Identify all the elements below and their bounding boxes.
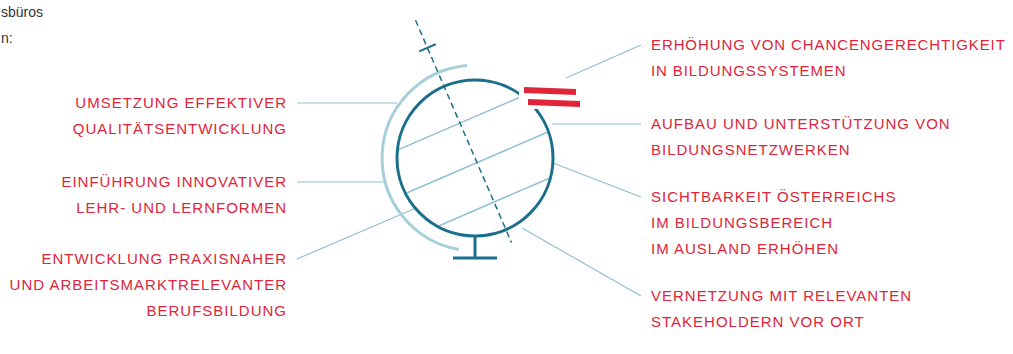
globe-base xyxy=(453,257,497,260)
cut-text: sbüros xyxy=(1,2,43,22)
goal-label: SICHTBARKEIT ÖSTERREICHS IM BILDUNGSBERE… xyxy=(651,184,896,262)
axis-cross xyxy=(419,44,436,51)
leader-line xyxy=(552,123,641,124)
leader-lines xyxy=(297,45,641,296)
leader-line xyxy=(297,102,397,103)
goal-label: ENTWICKLUNG PRAXISNAHER UND ARBEITSMARKT… xyxy=(10,246,287,324)
outer-arc xyxy=(382,65,467,249)
cut-text: n: xyxy=(1,28,13,48)
leader-line xyxy=(553,163,641,197)
goal-label: UMSETZUNG EFFEKTIVER QUALITÄTSENTWICKLUN… xyxy=(73,90,287,142)
goal-label: EINFÜHRUNG INNOVATIVER LEHR- UND LERNFOR… xyxy=(61,169,287,221)
globe-axis xyxy=(416,20,512,242)
goal-label: ERHÖHUNG VON CHANCENGERECHTIGKEIT IN BIL… xyxy=(651,32,1006,84)
leader-line xyxy=(566,45,641,78)
austrian-flag xyxy=(519,83,583,109)
flag-ground xyxy=(519,83,583,109)
goal-label: AUFBAU UND UNTERSTÜTZUNG VON BILDUNGSNET… xyxy=(651,111,951,163)
leader-line xyxy=(297,208,416,259)
flag-stripe xyxy=(528,99,580,107)
globe-stand xyxy=(474,236,477,258)
goal-label: VERNETZUNG MIT RELEVANTEN STAKEHOLDERN V… xyxy=(651,283,912,335)
leader-line xyxy=(522,228,641,296)
flag-stripe xyxy=(524,87,576,95)
latitude-lines xyxy=(397,96,550,226)
leader-line xyxy=(297,181,383,182)
